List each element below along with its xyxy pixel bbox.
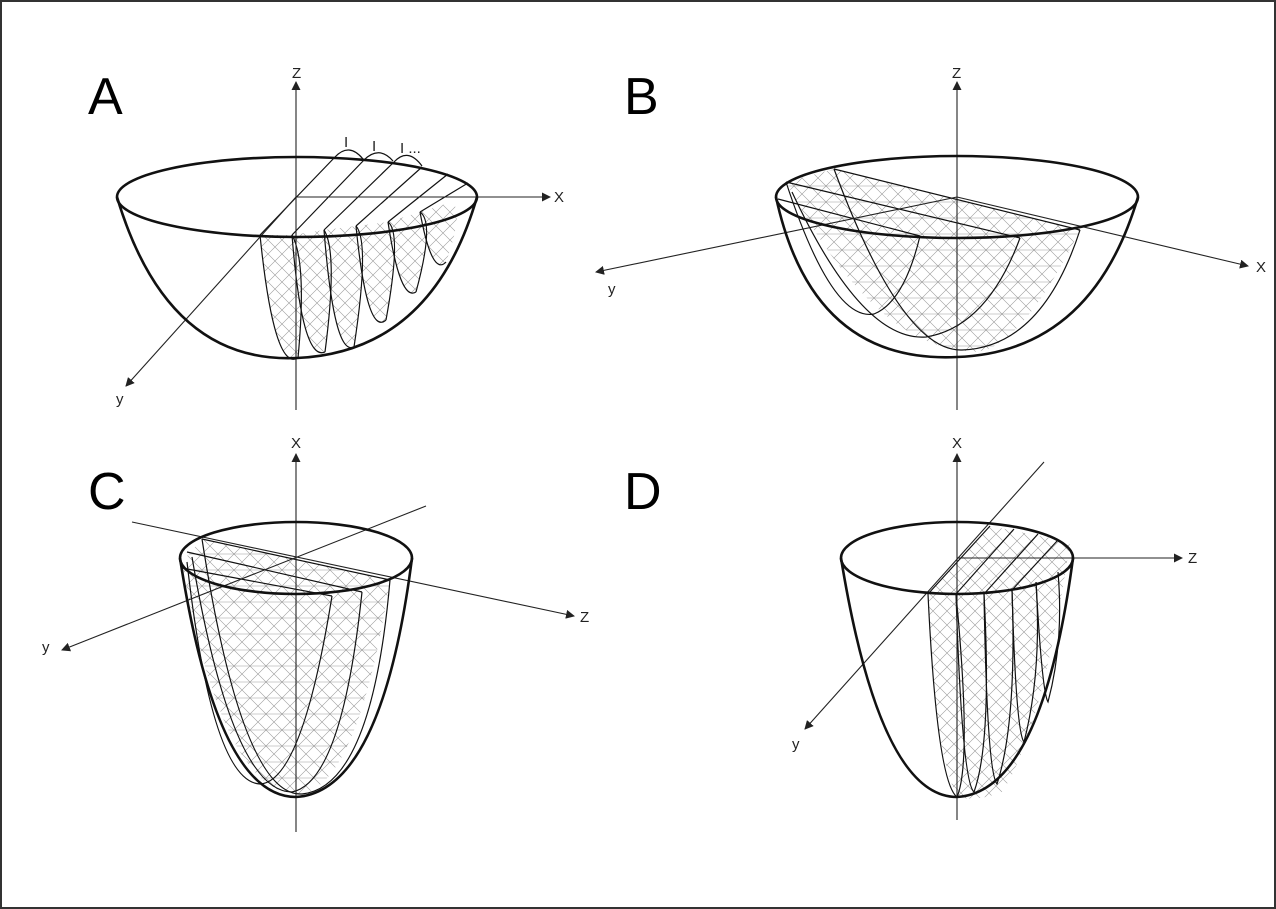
- panel-b-axes: Z X y: [595, 65, 1266, 410]
- panel-a-y-label: y: [116, 391, 124, 408]
- panel-c-z-axis: [131, 521, 575, 619]
- panel-d-letter: D: [624, 463, 662, 521]
- panel-a-x-label: X: [554, 189, 564, 206]
- panel-a-slices: [259, 156, 469, 360]
- panel-c-paraboloid: [178, 520, 414, 799]
- panel-b-y-label: y: [608, 281, 616, 298]
- panel-b-y-axis: [595, 196, 958, 275]
- panel-a: A: [88, 65, 564, 410]
- panel-a-letter: A: [88, 68, 123, 126]
- panel-d-y-axis: [804, 461, 1045, 730]
- panel-c-y-label: y: [42, 639, 50, 656]
- panel-c-z-label: Z: [580, 609, 589, 626]
- panel-b: B Z X y: [595, 65, 1266, 410]
- panel-a-paraboloid: [115, 155, 479, 360]
- panel-a-annotation: I I I ...: [334, 134, 423, 167]
- panel-b-slices: [777, 168, 1081, 352]
- panel-b-x-axis: [956, 196, 1249, 269]
- panel-a-interval-3: I ...: [400, 140, 421, 157]
- panel-d-axes: X Z y: [792, 435, 1197, 820]
- panel-b-x-label: X: [1256, 259, 1266, 276]
- panel-d-slices: [927, 525, 1070, 799]
- panel-d-x-label: X: [952, 435, 962, 452]
- panel-d: D X Z y: [624, 435, 1197, 820]
- panel-a-z-label: Z: [292, 65, 301, 82]
- panel-a-interval-1: I: [344, 134, 348, 151]
- panel-c-x-label: X: [291, 435, 301, 452]
- panel-b-paraboloid: [774, 154, 1140, 359]
- panel-b-letter: B: [624, 68, 659, 126]
- panel-b-z-label: Z: [952, 65, 961, 82]
- panel-a-axes: Z X y: [116, 65, 564, 410]
- panel-c-letter: C: [88, 463, 126, 521]
- panel-d-y-label: y: [792, 736, 800, 753]
- panel-c-slices: [181, 538, 391, 795]
- panel-c: C X Z y: [42, 435, 589, 832]
- panel-d-z-label: Z: [1188, 550, 1197, 567]
- panel-a-y-axis: [125, 196, 297, 387]
- panel-d-paraboloid: [839, 520, 1075, 799]
- panel-a-interval-2: I: [372, 138, 376, 155]
